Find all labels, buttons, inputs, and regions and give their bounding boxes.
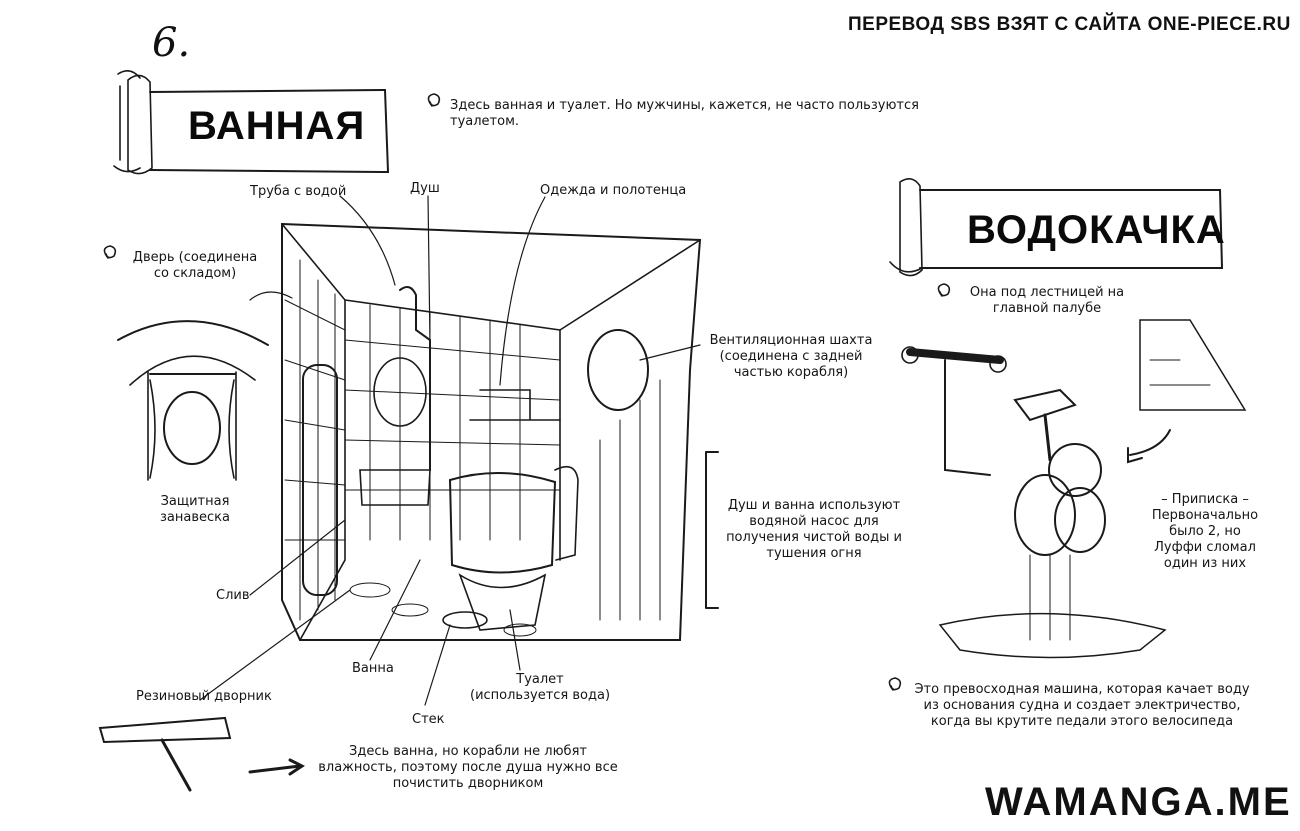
pump-description: Это превосходная машина, которая качает … xyxy=(914,682,1250,729)
leader-lines xyxy=(199,195,701,706)
label-bathtub: Ванна xyxy=(352,661,394,676)
bath-intro: Здесь ванная и туалет. Но мужчины, кажет… xyxy=(450,98,919,129)
label-clothes-towels: Одежда и полотенца xyxy=(540,183,687,198)
label-drain: Слив xyxy=(216,588,250,603)
pump-drawing xyxy=(901,319,1247,659)
label-door: Дверь (соединена со складом) xyxy=(132,250,258,281)
label-curtain: Защитная занавеска xyxy=(160,494,230,525)
label-wiper: Резиновый дворник xyxy=(136,689,272,704)
pump-usage-box: Душ и ванна используют водяной насос для… xyxy=(726,498,902,561)
label-vent-shaft: Вентиляционная шахта (соединена с задней… xyxy=(709,333,873,380)
pump-location: Она под лестницей на главной палубе xyxy=(969,285,1125,316)
label-shower: Душ xyxy=(410,181,440,196)
site-watermark: WAMANGA.ME xyxy=(985,780,1292,824)
label-toilet: Туалет (используется вода) xyxy=(470,672,611,703)
pump-title: ВОДОКАЧКА xyxy=(967,208,1226,252)
pump-note: – Приписка – Первоначально было 2, но Лу… xyxy=(1151,492,1259,571)
bath-title: ВАННАЯ xyxy=(188,104,366,148)
label-water-pipe: Труба с водой xyxy=(250,184,347,199)
curtain-drawing xyxy=(117,320,269,481)
wiper-drawing xyxy=(98,716,305,792)
label-flow: Стек xyxy=(412,712,445,727)
bath-footnote: Здесь ванна, но корабли не любят влажнос… xyxy=(318,744,618,791)
box-bracket xyxy=(705,451,719,609)
translation-credit: ПЕРЕВОД SBS ВЗЯТ С САЙТА ONE-PIECE.RU xyxy=(848,14,1291,35)
bath-title-scroll xyxy=(113,70,390,175)
bathroom-drawing xyxy=(281,222,702,641)
page-number: 6. xyxy=(152,20,191,66)
pump-title-scroll xyxy=(889,178,1224,277)
spiral-bullets xyxy=(103,93,951,691)
